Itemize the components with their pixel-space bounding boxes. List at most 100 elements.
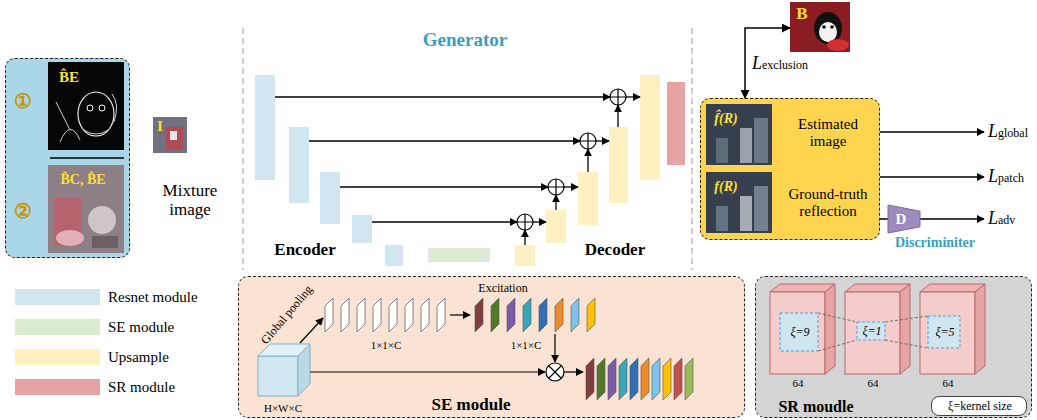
feature-cube: [258, 344, 310, 396]
generator-divider: [692, 28, 693, 270]
node-text: ②: [14, 200, 32, 222]
node-text: SE module: [432, 396, 511, 415]
se-block: [428, 248, 490, 262]
section-title: Generator: [423, 30, 507, 51]
discriminator-shape: [888, 205, 920, 233]
node-text: 64: [793, 377, 804, 389]
encoder-block: [385, 245, 403, 266]
background-image: B: [790, 2, 850, 52]
legend-swatch: [15, 379, 100, 395]
scaled-feature: [674, 358, 682, 400]
loss-arrow: [880, 176, 984, 178]
loss-label: Lglobal: [988, 122, 1028, 142]
scaled-feature: [685, 358, 693, 400]
edge-map-picture: [48, 62, 124, 150]
kernel-window: [780, 313, 960, 351]
generator-divider: [243, 28, 244, 270]
scaled-feature: [608, 358, 616, 400]
pooled-vector: [325, 298, 445, 332]
estimated-image: f̂(R): [707, 105, 773, 166]
node-text: B̂C, B̂E: [60, 172, 105, 187]
estimate-picture: [56, 230, 84, 246]
skip-connection: [372, 221, 517, 222]
decoder-block: [640, 75, 660, 180]
sr-panel-fill: [755, 276, 1032, 418]
multiply-symbol: [546, 363, 564, 381]
skip-connection: [587, 149, 588, 172]
decoder-block: [546, 210, 566, 243]
discriminator: DDiscriminiter: [888, 205, 920, 233]
node-text: Excitation: [478, 282, 527, 295]
excitation-vector: [555, 298, 563, 332]
reflection-picture: [706, 172, 772, 233]
excitation-vector: [491, 298, 499, 332]
sum-symbol: [517, 89, 626, 230]
skip-connection: [555, 195, 556, 210]
output-panel: Estimated imageGround-truth reflectionf̂…: [700, 98, 880, 240]
se-panel-fill: [238, 276, 745, 418]
node-text: B̂E: [59, 69, 79, 86]
scaled-feature: [586, 358, 693, 400]
kernel-note: ξ=kernel size: [931, 396, 1027, 416]
pooled-vector: [357, 298, 365, 332]
legend-text: Resnet module: [108, 289, 198, 306]
reflection-picture: [754, 186, 768, 231]
conv-layer: [770, 284, 835, 292]
legend-row: Resnet module: [15, 289, 198, 305]
mixture-picture: [153, 117, 187, 153]
background-picture: [790, 2, 850, 52]
node-text: Global pooling: [259, 283, 316, 347]
skip-connection: [596, 140, 609, 141]
mixture-picture: [166, 127, 183, 150]
decoder-block: [578, 172, 598, 225]
feature-cube: [258, 356, 298, 396]
kernel-window: [857, 322, 885, 340]
estimate-picture: [48, 165, 124, 253]
node-text: f(R): [714, 179, 737, 194]
node-text: SR moudle: [778, 398, 853, 416]
kernel-link: [818, 340, 857, 351]
input-panel: ① ② B̂E B̂C, B̂E: [5, 58, 130, 258]
generator-divider: [243, 28, 692, 270]
conv-layer: [770, 284, 985, 374]
kernel-window: [928, 316, 960, 348]
legend-text: Upsample: [108, 349, 169, 366]
input-panel-fill: [50, 157, 124, 159]
sr-block: [667, 82, 685, 165]
decoder-block: [609, 127, 628, 203]
skip-connection: [533, 221, 546, 222]
scaled-feature: [597, 358, 605, 400]
conv-layer: [975, 284, 985, 374]
multiply-symbol: [546, 363, 564, 381]
conv-layer: [920, 284, 985, 292]
encoder-block: [289, 127, 309, 203]
encoder-block: [320, 172, 340, 224]
reflection-picture: [716, 138, 728, 163]
scaled-feature: [630, 358, 638, 400]
pooled-vector: [405, 298, 413, 332]
node-text: ①: [14, 90, 32, 112]
scaled-feature: [619, 358, 627, 400]
scaled-feature: [586, 358, 594, 400]
connector: [880, 218, 888, 220]
se-flow-arrow: [450, 314, 470, 315]
se-flow-arrow: [300, 318, 323, 343]
excitation-vector: [587, 298, 595, 332]
sr-block: [667, 82, 685, 165]
scaled-feature: [641, 358, 649, 400]
reflection-picture: [716, 206, 728, 231]
estimate-picture: [92, 236, 118, 248]
skip-connection: [564, 186, 578, 187]
encoder-block: [255, 75, 275, 180]
edge-map-picture: [78, 92, 114, 136]
skip-connection: [309, 140, 580, 141]
edge-map-picture: [99, 105, 105, 111]
mixture-picture: [153, 117, 187, 153]
decoder-block: [515, 75, 660, 266]
se-block: [428, 248, 490, 262]
node-text: Estimated image: [782, 116, 874, 149]
node-text: B: [796, 5, 807, 24]
section-label: Decoder: [585, 241, 645, 260]
mixture-image: IMixture image: [153, 117, 187, 153]
